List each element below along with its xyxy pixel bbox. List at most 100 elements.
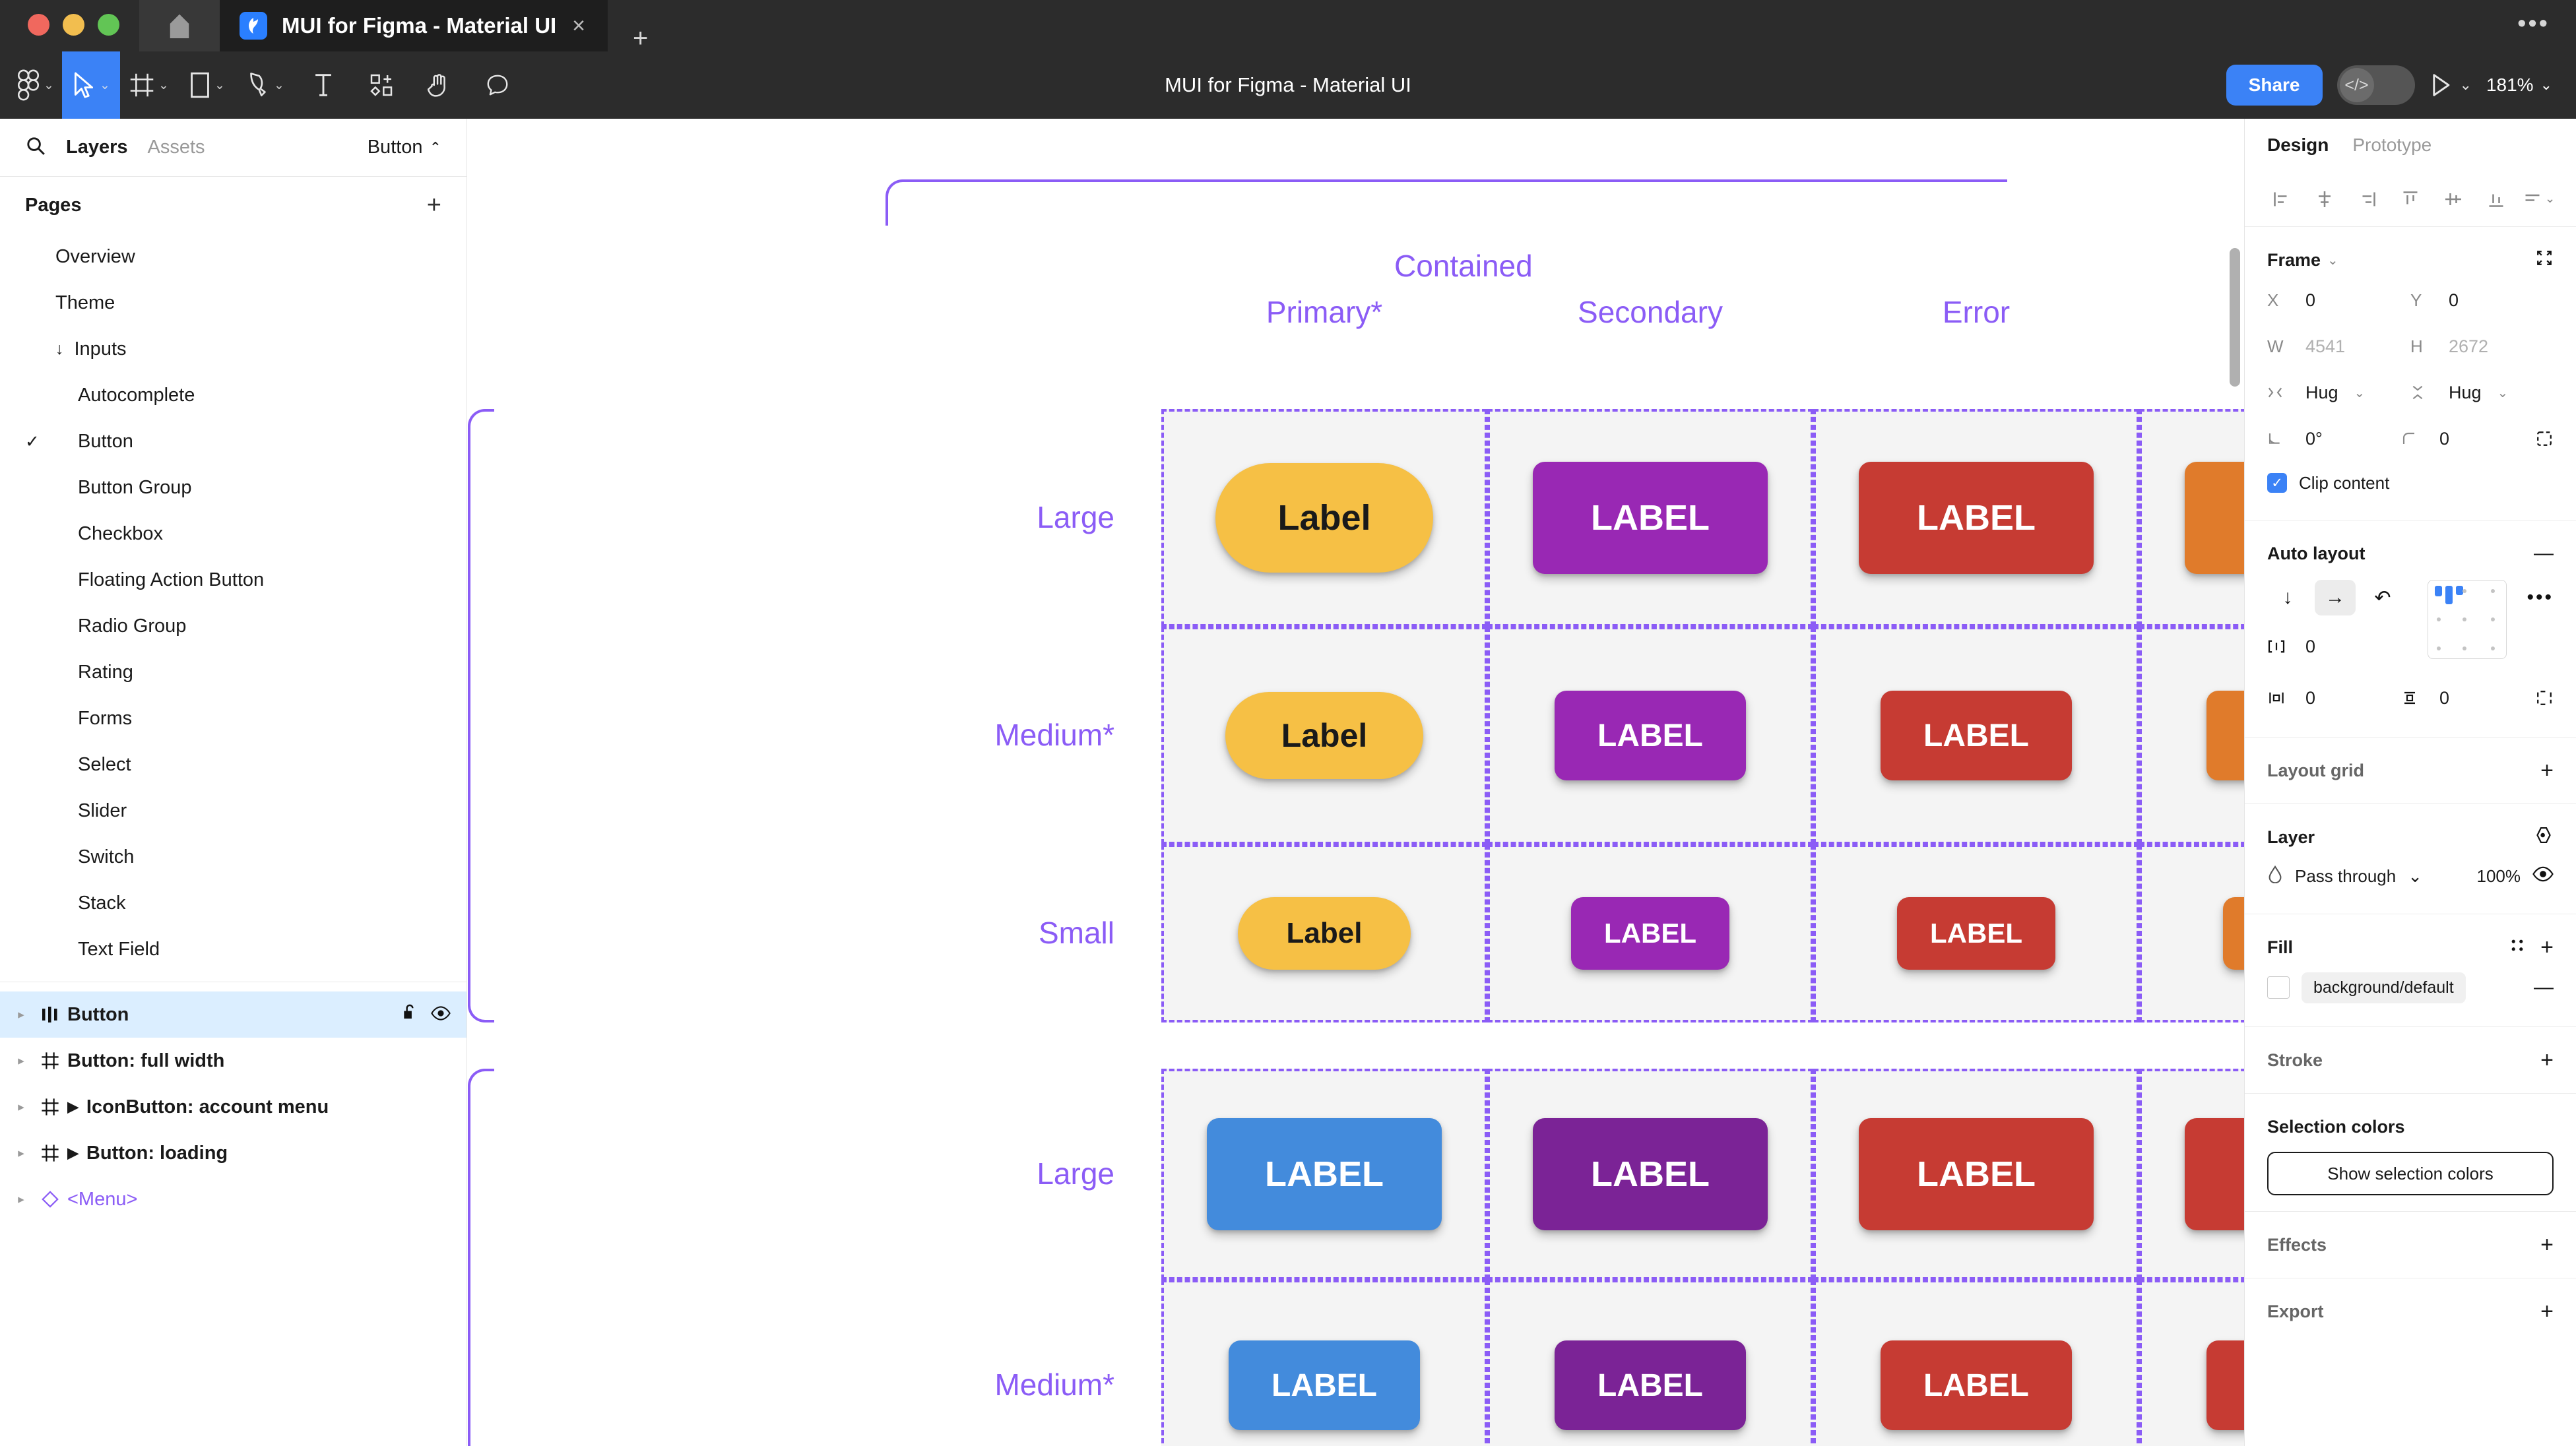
button-cell[interactable]: LABEL xyxy=(1813,627,2139,844)
remove-fill-button[interactable]: — xyxy=(2534,976,2554,998)
eye-icon[interactable] xyxy=(2532,866,2554,887)
button-cell[interactable]: LABEL xyxy=(1487,844,1813,1022)
material-button[interactable]: Label xyxy=(1215,463,1433,573)
width-field[interactable]: W 4541 xyxy=(2267,323,2410,369)
blend-mode-value[interactable]: Pass through xyxy=(2295,865,2397,886)
arrow-down-icon[interactable]: ↓ xyxy=(2282,586,2293,608)
page-item-rating[interactable]: Rating xyxy=(0,649,467,695)
button-cell[interactable]: Label xyxy=(1161,409,1487,627)
button-cell[interactable]: LABEL xyxy=(1161,1280,1487,1446)
zoom-window-button[interactable] xyxy=(98,14,119,36)
page-item-select[interactable]: Select xyxy=(0,741,467,788)
x-position-field[interactable]: X 0 xyxy=(2267,277,2410,323)
padding-horizontal-field[interactable]: 0 xyxy=(2267,675,2401,721)
material-button[interactable]: LABEL xyxy=(2206,1340,2244,1430)
material-button[interactable]: LABEL xyxy=(2185,1118,2244,1230)
window-menu-button[interactable]: ••• xyxy=(2517,10,2550,38)
eye-icon[interactable] xyxy=(431,1004,451,1026)
add-page-button[interactable]: + xyxy=(426,191,441,219)
corner-radius-field[interactable]: 0 xyxy=(2401,416,2535,462)
button-cell[interactable]: LABEL xyxy=(2139,844,2244,1022)
collapse-icon[interactable] xyxy=(2535,249,2554,272)
layer-opacity-value[interactable]: 100% xyxy=(2476,865,2521,886)
material-button[interactable]: LABEL xyxy=(1881,691,2072,780)
frame-icon[interactable]: ⌄ xyxy=(120,51,178,119)
button-cell[interactable]: Label xyxy=(1161,844,1487,1022)
material-button[interactable]: LABEL xyxy=(2185,462,2244,574)
search-icon[interactable] xyxy=(25,135,46,160)
align-bottom-icon[interactable] xyxy=(2476,189,2516,209)
button-cell[interactable]: Label xyxy=(1161,627,1487,844)
align-horizontal-center-icon[interactable] xyxy=(2305,189,2345,209)
page-item-forms[interactable]: Forms xyxy=(0,695,467,741)
material-button[interactable]: LABEL xyxy=(1555,691,1746,780)
align-right-icon[interactable] xyxy=(2348,189,2388,209)
wrap-icon[interactable]: ↶ xyxy=(2374,586,2391,609)
align-vertical-center-icon[interactable] xyxy=(2433,189,2473,209)
present-group[interactable]: ⌄ xyxy=(2430,73,2472,98)
page-item-theme[interactable]: Theme xyxy=(0,280,467,326)
page-item-slider[interactable]: Slider xyxy=(0,788,467,834)
layer-row[interactable]: ▸<Menu> xyxy=(0,1176,467,1222)
button-cell[interactable]: LABEL xyxy=(2139,1069,2244,1280)
share-button[interactable]: Share xyxy=(2226,65,2323,106)
layer-styles-icon[interactable] xyxy=(2534,826,2554,849)
fill-token-name[interactable]: background/default xyxy=(2302,972,2466,1003)
material-button[interactable]: LABEL xyxy=(1897,897,2055,970)
material-button[interactable]: LABEL xyxy=(2206,691,2244,780)
fill-color-swatch[interactable] xyxy=(2267,976,2290,999)
material-button[interactable]: LABEL xyxy=(1207,1118,1442,1230)
button-cell[interactable]: LABEL xyxy=(2139,409,2244,627)
button-cell[interactable]: LABEL xyxy=(1487,627,1813,844)
remove-auto-layout-button[interactable]: — xyxy=(2534,542,2554,564)
clip-content-row[interactable]: ✓ Clip content xyxy=(2267,462,2554,504)
padding-vertical-field[interactable]: 0 xyxy=(2401,675,2535,721)
page-item-button-group[interactable]: Button Group xyxy=(0,464,467,511)
horizontal-resize-field[interactable]: Hug ⌄ xyxy=(2267,369,2410,416)
button-cell[interactable]: LABEL xyxy=(1487,409,1813,627)
distribute-icon[interactable]: ⌄ xyxy=(2519,189,2559,209)
pen-icon[interactable]: ⌄ xyxy=(236,51,294,119)
rotation-field[interactable]: 0° xyxy=(2267,416,2401,462)
add-effect-button[interactable]: + xyxy=(2540,1232,2554,1257)
selected-component-dropdown[interactable]: Button ⌃ xyxy=(368,137,441,158)
material-button[interactable]: LABEL xyxy=(1229,1340,1420,1430)
material-button[interactable]: LABEL xyxy=(1533,462,1768,574)
chevron-right-icon[interactable]: ▸ xyxy=(18,1192,24,1207)
design-canvas[interactable]: Contained Primary*SecondaryErrorWarningL… xyxy=(468,119,2244,1446)
layer-row[interactable]: ▸Button: full width xyxy=(0,1038,467,1084)
tab-prototype[interactable]: Prototype xyxy=(2352,135,2432,155)
page-item-switch[interactable]: Switch xyxy=(0,834,467,880)
add-fill-button[interactable]: + xyxy=(2540,934,2554,960)
gap-field[interactable]: 0 xyxy=(2267,623,2408,670)
material-button[interactable]: LABEL xyxy=(1859,1118,2094,1230)
tab-layers[interactable]: Layers xyxy=(66,137,128,158)
close-icon[interactable]: × xyxy=(572,13,585,38)
button-cell[interactable]: LABEL xyxy=(1487,1069,1813,1280)
material-button[interactable]: LABEL xyxy=(1533,1118,1768,1230)
page-item-button[interactable]: ✓Button xyxy=(0,418,467,464)
button-cell[interactable]: LABEL xyxy=(1813,844,2139,1022)
button-cell[interactable]: LABEL xyxy=(1487,1280,1813,1446)
button-cell[interactable]: LABEL xyxy=(1813,409,2139,627)
add-stroke-button[interactable]: + xyxy=(2540,1047,2554,1073)
tab-design[interactable]: Design xyxy=(2267,135,2329,155)
page-item-text-field[interactable]: Text Field xyxy=(0,926,467,972)
button-cell[interactable]: LABEL xyxy=(1813,1069,2139,1280)
material-button[interactable]: Label xyxy=(1238,897,1411,970)
button-cell[interactable]: LABEL xyxy=(2139,627,2244,844)
hand-icon[interactable] xyxy=(410,51,468,119)
layer-row[interactable]: ▸▶Button: loading xyxy=(0,1130,467,1176)
page-item-autocomplete[interactable]: Autocomplete xyxy=(0,372,467,418)
chevron-right-icon[interactable]: ▸ xyxy=(18,1146,24,1160)
more-options-icon[interactable]: ••• xyxy=(2527,586,2554,608)
height-field[interactable]: H 2672 xyxy=(2410,323,2554,369)
lock-icon[interactable] xyxy=(402,1003,418,1026)
canvas-scrollbar[interactable] xyxy=(2230,248,2240,387)
text-icon[interactable] xyxy=(294,51,352,119)
independent-corners-icon[interactable] xyxy=(2535,416,2554,462)
zoom-control[interactable]: 181% ⌄ xyxy=(2486,75,2552,96)
material-button[interactable]: Label xyxy=(1225,692,1423,779)
layer-row[interactable]: ▸Button xyxy=(0,991,467,1038)
components-icon[interactable] xyxy=(352,51,410,119)
